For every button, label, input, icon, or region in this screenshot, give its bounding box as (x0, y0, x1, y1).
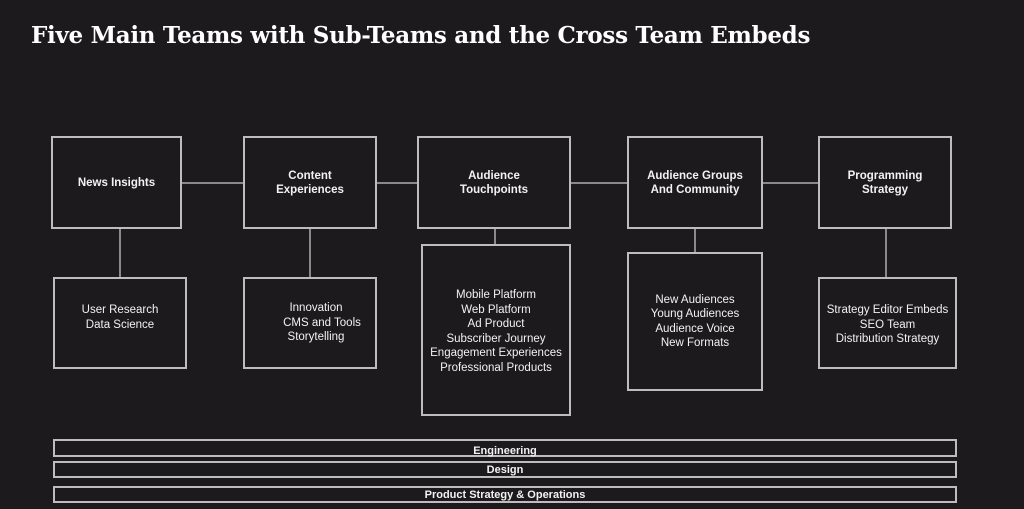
cross-team-bar: Design (53, 461, 957, 478)
subteam: Subscriber Journey (446, 332, 546, 345)
subteam: Strategy Editor Embeds (826, 304, 949, 316)
team-box: Audience Touchpoints (417, 136, 571, 229)
connector (763, 182, 818, 184)
connector (494, 228, 496, 244)
subteam: New Audiences (655, 293, 735, 306)
subteam: Data Science (85, 318, 155, 331)
subteam-box: User Research Data Science (53, 277, 187, 369)
subteam: Ad Product (467, 318, 525, 330)
connector (571, 182, 627, 184)
subteam-box: New Audiences Young Audiences Audience V… (627, 252, 763, 391)
connector (119, 228, 121, 277)
team-name: Content Experiences (276, 169, 344, 196)
team-name: Audience Touchpoints (459, 169, 529, 196)
team-box: Audience Groups And Community (627, 136, 763, 229)
connector (181, 182, 243, 184)
team-name: Audience Groups And Community (647, 169, 743, 196)
subteam: New Formats (660, 337, 730, 349)
connector (694, 228, 696, 252)
team-name: Programming Strategy (847, 169, 923, 196)
subteam: User Research (81, 304, 159, 316)
subteam: Mobile Platform (456, 289, 536, 301)
subteam: Audience Voice (655, 322, 735, 335)
subteam: Innovation (289, 302, 343, 315)
cross-team-bar: Engineering (53, 439, 957, 457)
subteam: Young Audiences (650, 308, 740, 320)
team-box: News Insights (51, 136, 182, 229)
subteam: SEO Team (859, 318, 916, 331)
team-box: Programming Strategy (818, 136, 952, 229)
page-title: Five Main Teams with Sub-Teams and the C… (31, 22, 811, 49)
subteam-box: Mobile Platform Web Platform Ad Product … (421, 244, 571, 416)
team-box: Content Experiences (243, 136, 377, 229)
subteam: Professional Products (440, 361, 552, 374)
team-name: News Insights (77, 176, 156, 189)
subteam: CMS and Tools (283, 316, 361, 329)
cross-team-bar: Product Strategy & Operations (53, 486, 957, 503)
subteam-box: Innovation CMS and Tools Storytelling (243, 277, 377, 369)
subteam-box: Strategy Editor Embeds SEO Team Distribu… (818, 277, 957, 369)
connector (377, 182, 417, 184)
subteam: Engagement Experiences (430, 347, 562, 359)
subteam: Distribution Strategy (835, 333, 940, 345)
connector (885, 228, 887, 277)
connector (309, 228, 311, 277)
subteam: Web Platform (461, 303, 531, 316)
subteam: Storytelling (287, 331, 345, 344)
